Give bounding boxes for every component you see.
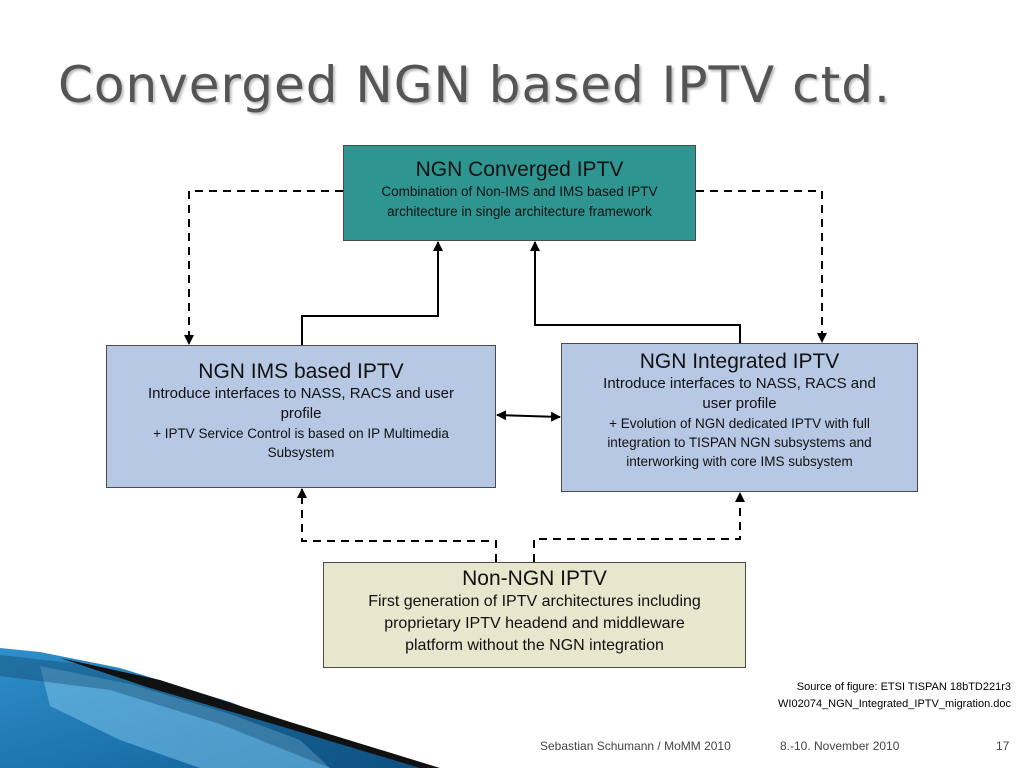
ngn-converged-iptv-box: NGN Converged IPTV Combination of Non-IM…	[343, 145, 696, 241]
slide-title: Converged NGN based IPTV ctd.	[58, 56, 891, 114]
box-text: First generation of IPTV architectures i…	[368, 593, 701, 610]
box-text: profile	[280, 405, 322, 422]
box-text: integration to TISPAN NGN subsystems and	[607, 435, 872, 450]
box-text: Introduce interfaces to NASS, RACS and	[603, 375, 876, 392]
footer-date: 8.-10. November 2010	[780, 739, 900, 753]
box-text: Combination of Non-IMS and IMS based IPT…	[381, 184, 658, 199]
box-title: NGN Converged IPTV	[415, 158, 624, 181]
box-text: + IPTV Service Control is based on IP Mu…	[153, 426, 449, 441]
box-text: platform without the NGN integration	[405, 637, 664, 654]
box-text: user profile	[702, 395, 777, 412]
box-title: NGN IMS based IPTV	[198, 360, 404, 383]
connector-bottom-to-left	[297, 488, 497, 562]
box-text: interworking with core IMS subsystem	[626, 454, 853, 469]
footer-author: Sebastian Schumann / MoMM 2010	[540, 739, 731, 753]
footer-page-number: 17	[996, 739, 1010, 753]
connector-top-to-left	[184, 190, 343, 345]
box-title: Non-NGN IPTV	[462, 567, 607, 590]
source-line: WI02074_NGN_Integrated_IPTV_migration.do…	[778, 698, 1011, 710]
box-text: Introduce interfaces to NASS, RACS and u…	[148, 385, 454, 402]
box-text: + Evolution of NGN dedicated IPTV with f…	[609, 416, 870, 431]
figure-source: Source of figure: ETSI TISPAN 18bTD221r3…	[778, 679, 1011, 713]
connector-top-to-right	[696, 190, 827, 343]
ngn-ims-based-iptv-box: NGN IMS based IPTV Introduce interfaces …	[106, 345, 496, 488]
connector-left-to-top	[301, 241, 443, 345]
source-line: Source of figure: ETSI TISPAN 18bTD221r3	[796, 681, 1011, 693]
box-title: NGN Integrated IPTV	[639, 350, 840, 373]
box-text: proprietary IPTV headend and middleware	[384, 615, 685, 632]
connector-bottom-to-right	[533, 492, 745, 562]
non-ngn-iptv-box: Non-NGN IPTV First generation of IPTV ar…	[323, 562, 746, 668]
ngn-integrated-iptv-box: NGN Integrated IPTV Introduce interfaces…	[561, 343, 918, 492]
connector-left-right-bidirectional	[496, 410, 561, 422]
connector-right-to-top	[530, 241, 741, 343]
box-text: Subsystem	[267, 445, 335, 460]
box-text: architecture in single architecture fram…	[387, 204, 652, 219]
